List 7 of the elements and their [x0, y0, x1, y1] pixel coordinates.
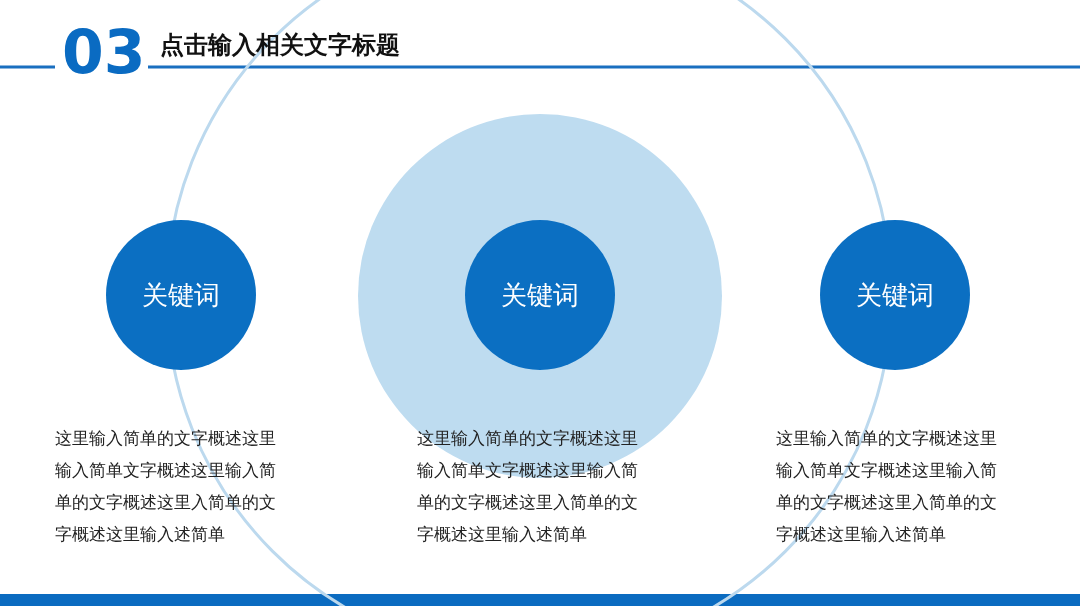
body-text: 这里输入简单的文字概述这里输入简单文字概述这里输入简单的文字概述这里入简单的文字概述这里输入述简单 [417, 427, 639, 546]
slide-title: 点击输入相关文字标题 [160, 30, 400, 61]
keyword-circle: 关键词 [106, 220, 256, 370]
keyword-circle: 关键词 [820, 220, 970, 370]
body-text: 这里输入简单的文字概述这里输入简单文字概述这里输入简单的文字概述这里入简单的文字概述这里输入述简单 [776, 427, 998, 546]
section-number: 03 [62, 16, 146, 89]
body-text: 这里输入简单的文字概述这里输入简单文字概述这里输入简单的文字概述这里入简单的文字概述这里输入述简单 [55, 427, 277, 546]
